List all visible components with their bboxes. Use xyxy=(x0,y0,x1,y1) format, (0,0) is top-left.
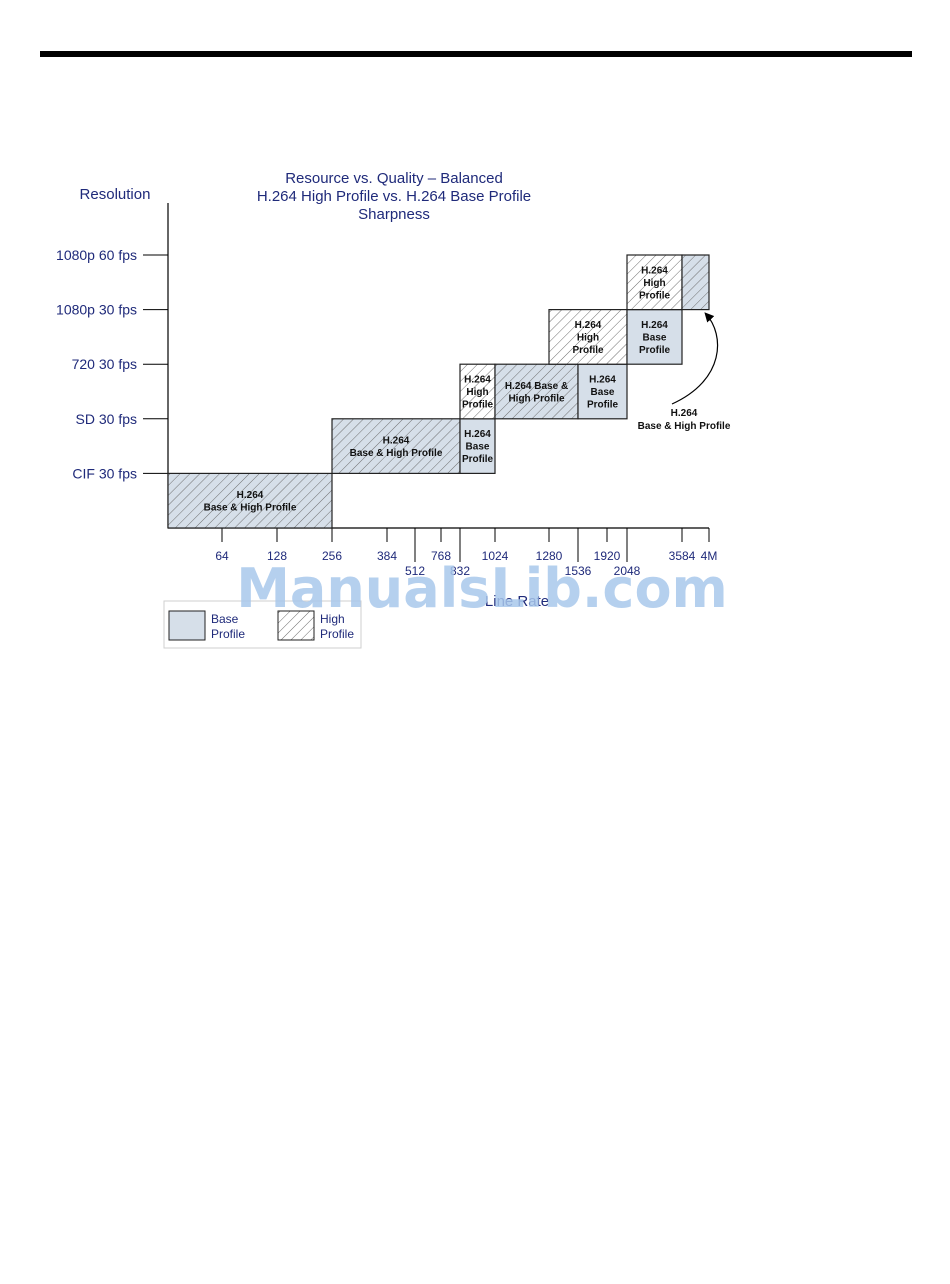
chart-title-line-0: Resource vs. Quality – Balanced xyxy=(285,170,503,187)
region-label: Base & High Profile xyxy=(204,502,297,513)
region-border xyxy=(681,254,710,311)
region-label: Base xyxy=(643,332,667,343)
annotation-label: Base & High Profile xyxy=(638,421,731,432)
y-tick-label: SD 30 fps xyxy=(76,411,137,427)
region-label: Profile xyxy=(587,400,619,411)
x-tick-label: 4M xyxy=(701,549,718,563)
region-label: High Profile xyxy=(508,393,565,404)
region-label: Base xyxy=(591,387,615,398)
region-label: Profile xyxy=(572,345,604,356)
y-axis-label: Resolution xyxy=(80,186,151,203)
legend-box xyxy=(163,600,362,649)
watermark-text: ManualsLib.com xyxy=(236,557,728,620)
region-label: Base & High Profile xyxy=(350,448,443,459)
y-tick-label: 1080p 60 fps xyxy=(56,247,137,263)
annotation-label: H.264 xyxy=(671,408,698,419)
region-hatch xyxy=(168,473,332,528)
region-base-fill xyxy=(627,309,682,365)
region-border xyxy=(167,472,333,529)
y-tick-label: 1080p 30 fps xyxy=(56,302,137,318)
region-hatch xyxy=(682,255,709,310)
region-label: H.264 xyxy=(641,320,668,331)
legend-label: Base xyxy=(211,612,239,626)
x-axis-label: Line Rate xyxy=(485,593,549,610)
legend-swatch xyxy=(168,610,206,641)
chart-title-line-1: H.264 High Profile vs. H.264 Base Profil… xyxy=(257,188,531,205)
chart-title-line-2: Sharpness xyxy=(358,206,430,223)
region-label: High xyxy=(643,278,665,289)
x-tick-label: 128 xyxy=(267,549,287,563)
region-hatch xyxy=(627,255,682,310)
region-hatch xyxy=(332,418,460,474)
region-label: Profile xyxy=(639,345,671,356)
x-tick-label: 2048 xyxy=(614,564,641,578)
region-label: Profile xyxy=(462,400,494,411)
region-label: Profile xyxy=(639,290,671,301)
top-rule xyxy=(40,51,912,57)
region-label: Base xyxy=(466,442,490,453)
legend-swatch xyxy=(277,610,315,641)
region-base-fill xyxy=(578,364,627,419)
region-label: H.264 xyxy=(464,429,491,440)
x-tick-label: 3584 xyxy=(669,549,696,563)
region-hatch xyxy=(460,364,495,419)
y-tick-label: 720 30 fps xyxy=(72,356,137,372)
region-label: H.264 xyxy=(641,265,668,276)
region-hatch xyxy=(495,364,578,419)
legend-label: Profile xyxy=(320,627,354,641)
x-tick-label: 1024 xyxy=(482,549,509,563)
x-tick-label: 768 xyxy=(431,549,451,563)
region-label: H.264 xyxy=(464,375,491,386)
x-tick-label: 384 xyxy=(377,549,397,563)
region-label: H.264 xyxy=(383,435,410,446)
region-label: H.264 xyxy=(575,320,602,331)
legend-swatch-high xyxy=(277,610,315,641)
region-label: High xyxy=(466,387,488,398)
region-label: High xyxy=(577,332,599,343)
x-tick-label: 512 xyxy=(405,564,425,578)
legend-swatch-base xyxy=(168,610,206,641)
x-tick-label: 1280 xyxy=(536,549,563,563)
region xyxy=(681,254,710,311)
region: H.264 Base &High Profile xyxy=(494,363,579,420)
region-label: H.264 xyxy=(589,375,616,386)
region-label: Profile xyxy=(462,454,494,465)
legend-label: Profile xyxy=(211,627,245,641)
annotation-arrow xyxy=(671,312,719,405)
region-hatch xyxy=(549,309,627,365)
x-tick-label: 256 xyxy=(322,549,342,563)
x-tick-label: 832 xyxy=(450,564,470,578)
legend-label: High xyxy=(320,612,345,626)
x-tick-label: 64 xyxy=(215,549,229,563)
region-label: H.264 Base & xyxy=(505,381,568,392)
region-base-fill xyxy=(460,418,495,474)
watermark: ManualsLib.com xyxy=(236,557,728,620)
x-tick-label: 1536 xyxy=(565,564,592,578)
region-label: H.264 xyxy=(237,490,264,501)
x-tick-label: 1920 xyxy=(594,549,621,563)
y-tick-label: CIF 30 fps xyxy=(72,465,137,481)
